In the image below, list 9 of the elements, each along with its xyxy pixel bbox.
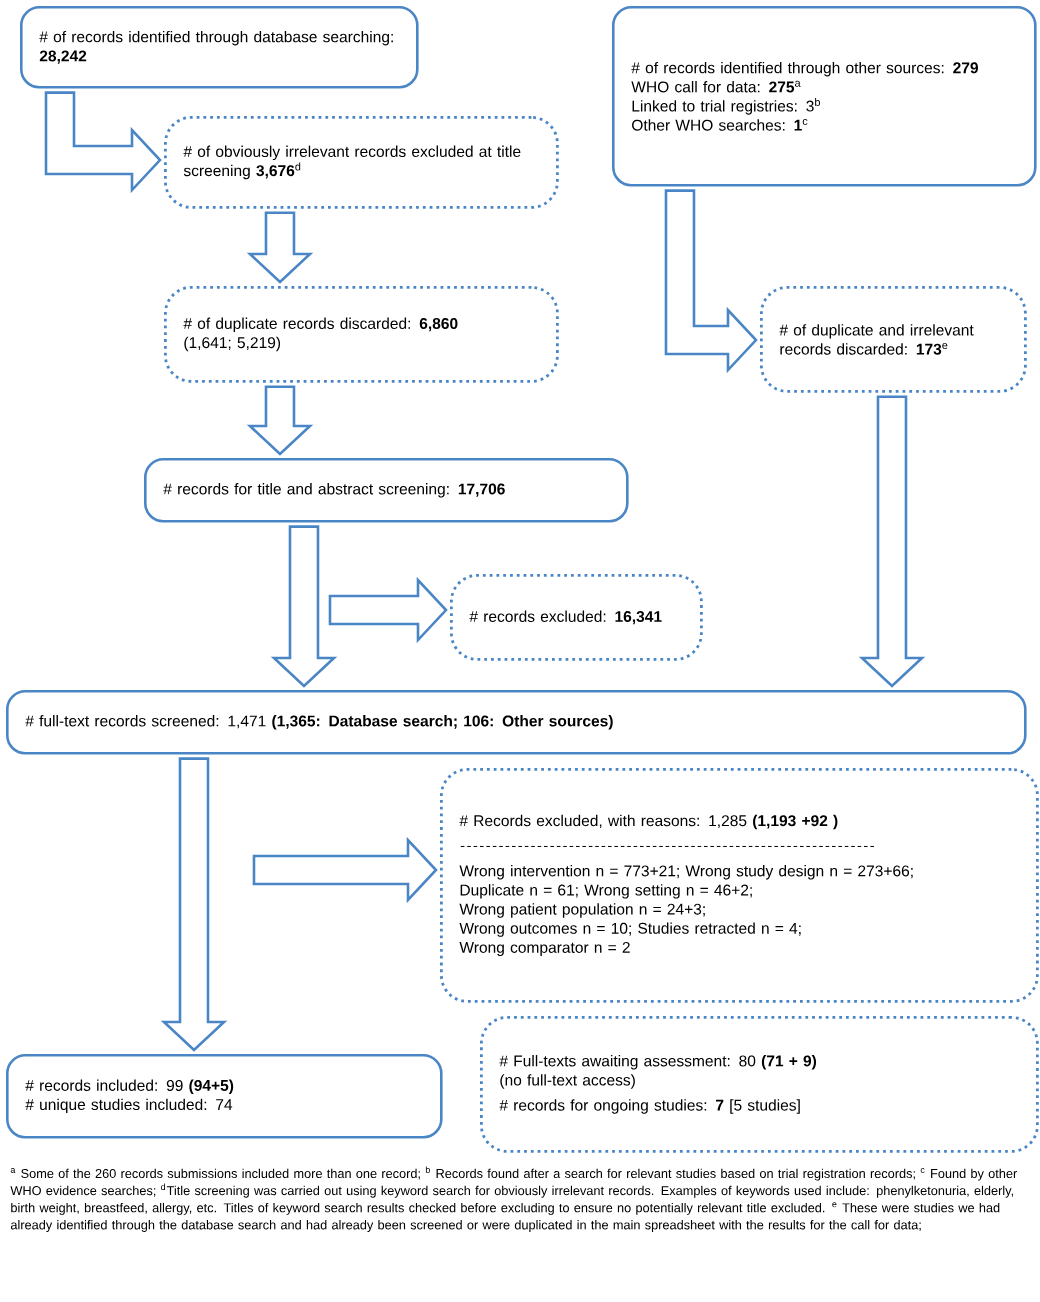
block-arrow (44, 91, 162, 194)
block-arrow (858, 395, 926, 688)
block-arrow (160, 757, 228, 1052)
block-arrow (270, 525, 338, 688)
block-arrow (246, 385, 314, 456)
block-arrow (252, 836, 438, 904)
block-arrow (664, 189, 758, 374)
block-arrow (246, 211, 314, 284)
block-arrow (328, 576, 448, 644)
